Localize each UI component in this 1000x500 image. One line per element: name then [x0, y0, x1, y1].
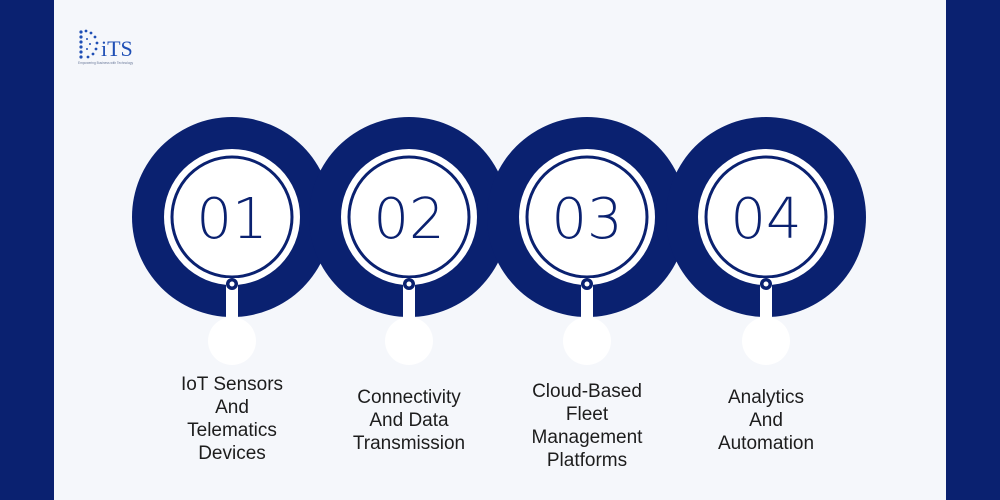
- step-2-pin-disc: [385, 317, 433, 365]
- step-1-label: IoT Sensors And Telematics Devices: [157, 373, 307, 465]
- step-2-label-line: And Data: [369, 410, 449, 431]
- step-1-pin-disc: [208, 317, 256, 365]
- step-4-label-line: And: [749, 410, 783, 431]
- step-2-label: Connectivity And Data Transmission: [334, 386, 484, 455]
- step-2-inner-ring: [347, 155, 471, 279]
- right-border-bar: [946, 0, 1000, 500]
- step-4-label: Analytics And Automation: [691, 386, 841, 455]
- step-2-label-line: Connectivity: [357, 387, 461, 408]
- step-4-label-line: Automation: [717, 433, 815, 454]
- step-4-label-line: Analytics: [727, 387, 805, 408]
- step-4-number: 04: [730, 187, 801, 252]
- step-3-pin-disc: [563, 317, 611, 365]
- step-1-label-line: Telematics: [187, 420, 277, 441]
- svg-text:Empowering Business with Techn: Empowering Business with Technology: [78, 61, 133, 65]
- step-3-label: Cloud-Based Fleet Management Platforms: [512, 380, 662, 472]
- step-2-number: 02: [373, 187, 444, 252]
- step-3-number: 03: [551, 187, 622, 252]
- step-1-label-line: IoT Sensors: [180, 374, 284, 395]
- step-1-number: 01: [196, 187, 267, 252]
- step-3-label-line: Fleet: [565, 404, 609, 425]
- step-3-label-line: Management: [531, 427, 643, 448]
- step-1-label-line: Devices: [198, 443, 266, 464]
- step-3-inner-ring: [525, 155, 649, 279]
- brand-logo: iTS Empowering Business with Technology: [76, 26, 160, 66]
- step-1-inner-ring: [170, 155, 294, 279]
- left-border-bar: [0, 0, 54, 500]
- step-1-label-line: And: [215, 397, 249, 418]
- step-3-label-line: Cloud-Based: [532, 381, 642, 402]
- step-4-inner-ring: [704, 155, 828, 279]
- step-3-label-line: Platforms: [546, 450, 628, 471]
- svg-text:iTS: iTS: [101, 36, 133, 61]
- step-2-label-line: Transmission: [352, 433, 466, 454]
- step-4-pin-disc: [742, 317, 790, 365]
